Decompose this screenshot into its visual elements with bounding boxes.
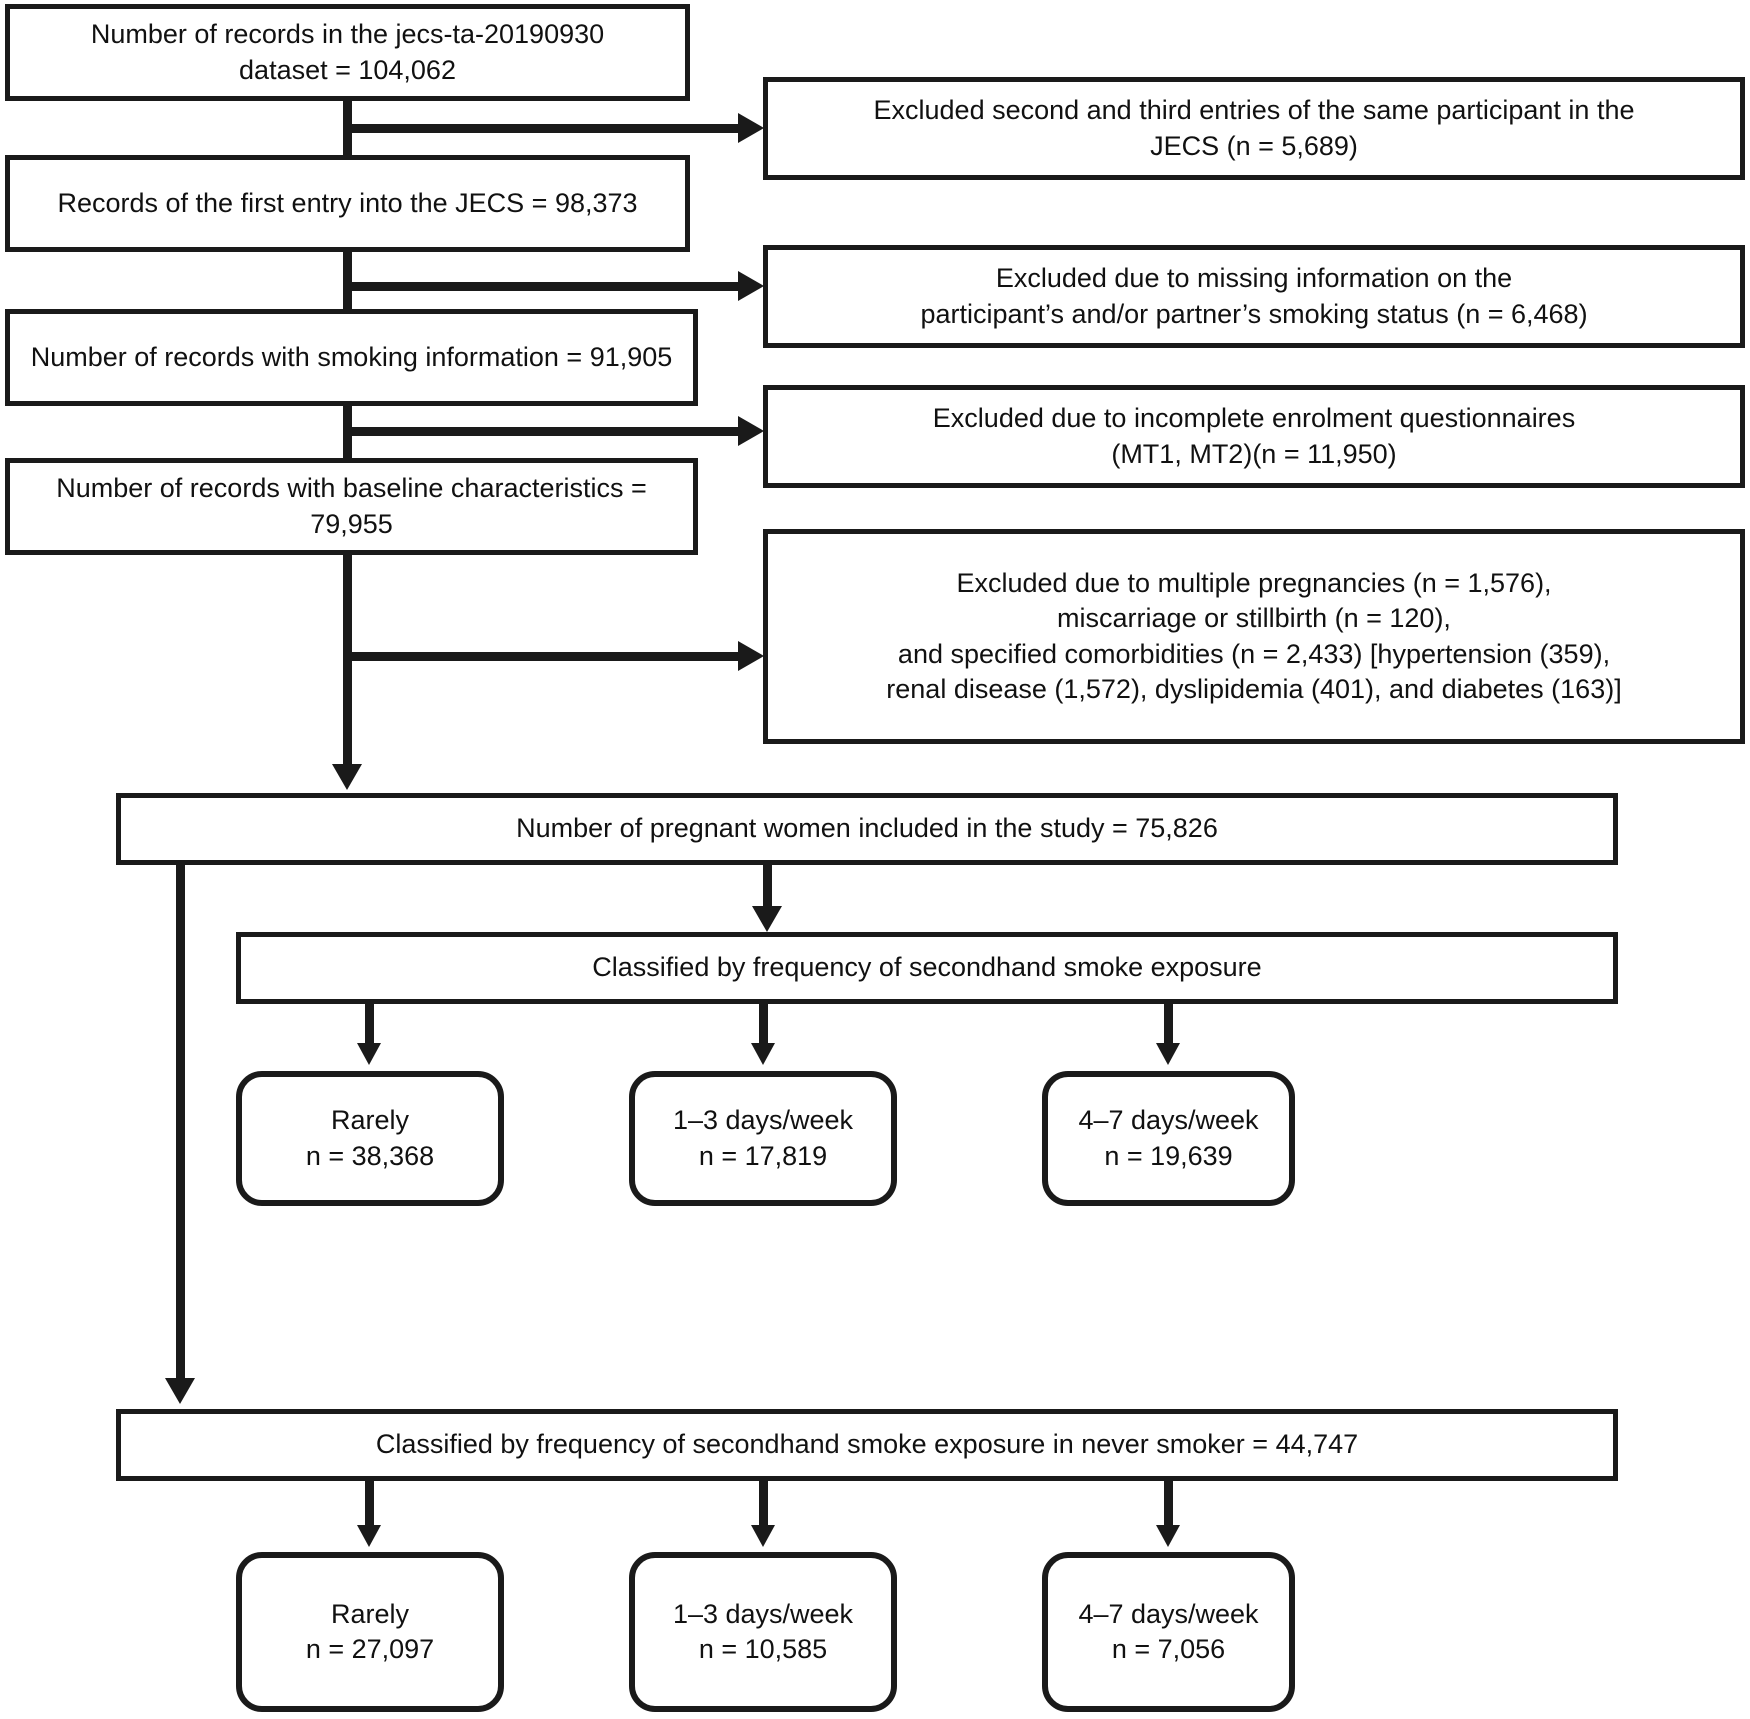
- node-excluded-duplicate-entries: Excluded second and third entries of the…: [763, 77, 1745, 180]
- node-group-1-3-days-never-smoker: 1–3 days/week n = 10,585: [629, 1552, 897, 1712]
- node-first-entry-records: Records of the first entry into the JECS…: [5, 155, 690, 252]
- connector-never-smoker-to-4-7-days: [1164, 1479, 1173, 1529]
- node-group-1-3-days-all-label: 1–3 days/week n = 17,819: [672, 1105, 854, 1171]
- arrowhead-baseline-to-included: [332, 764, 362, 790]
- arrowhead-classified-to-4-7-days: [1156, 1043, 1180, 1065]
- arrowhead-never-smoker-to-1-3-days: [751, 1525, 775, 1547]
- node-excluded-pregnancy-comorbidities: Excluded due to multiple pregnancies (n …: [763, 529, 1745, 744]
- connector-branch-missing-smoking-h: [343, 282, 743, 291]
- node-smoking-info-records-label: Number of records with smoking informati…: [30, 341, 673, 372]
- connector-never-smoker-to-rarely: [365, 1479, 374, 1529]
- node-included-pregnant-women-label: Number of pregnant women included in the…: [516, 813, 1218, 844]
- connector-branch-incomplete-h: [343, 427, 743, 436]
- arrowhead-never-smoker-to-4-7-days: [1156, 1525, 1180, 1547]
- connector-included-to-classified: [763, 863, 772, 910]
- connector-classified-to-1-3-days: [759, 1002, 768, 1047]
- node-group-rarely-never-smoker: Rarely n = 27,097: [236, 1552, 504, 1712]
- node-group-4-7-days-all-label: 4–7 days/week n = 19,639: [1078, 1105, 1259, 1171]
- node-included-pregnant-women: Number of pregnant women included in the…: [116, 793, 1618, 865]
- node-baseline-records: Number of records with baseline characte…: [5, 458, 698, 555]
- arrowhead-classified-to-rarely: [357, 1043, 381, 1065]
- arrowhead-included-to-classified: [752, 906, 782, 932]
- node-group-rarely-all: Rarely n = 38,368: [236, 1071, 504, 1206]
- connector-classified-to-4-7-days: [1164, 1002, 1173, 1047]
- connector-branch-comorbidities-h: [343, 652, 743, 661]
- arrowhead-included-to-never-smoker: [165, 1378, 195, 1404]
- arrowhead-branch-missing-smoking: [738, 271, 764, 301]
- node-group-4-7-days-never-smoker-label: 4–7 days/week n = 7,056: [1078, 1598, 1259, 1664]
- node-dataset-records-label: Number of records in the jecs-ta-2019093…: [90, 19, 605, 85]
- node-excluded-missing-smoking: Excluded due to missing information on t…: [763, 245, 1745, 348]
- node-group-1-3-days-never-smoker-label: 1–3 days/week n = 10,585: [672, 1598, 854, 1664]
- connector-included-to-never-smoker: [176, 863, 185, 1379]
- node-classified-exposure-label: Classified by frequency of secondhand sm…: [592, 952, 1262, 983]
- node-group-1-3-days-all: 1–3 days/week n = 17,819: [629, 1071, 897, 1206]
- node-group-4-7-days-all: 4–7 days/week n = 19,639: [1042, 1071, 1295, 1206]
- arrowhead-branch-duplicate: [738, 113, 764, 143]
- node-group-rarely-all-label: Rarely n = 38,368: [305, 1105, 435, 1171]
- node-excluded-incomplete-questionnaires: Excluded due to incomplete enrolment que…: [763, 385, 1745, 488]
- node-classified-exposure-never-smoker: Classified by frequency of secondhand sm…: [116, 1409, 1618, 1481]
- arrowhead-branch-incomplete: [738, 416, 764, 446]
- connector-never-smoker-to-1-3-days: [759, 1479, 768, 1529]
- node-group-rarely-never-smoker-label: Rarely n = 27,097: [305, 1598, 435, 1664]
- node-dataset-records: Number of records in the jecs-ta-2019093…: [5, 4, 690, 101]
- arrowhead-classified-to-1-3-days: [751, 1043, 775, 1065]
- node-excluded-pregnancy-comorbidities-label: Excluded due to multiple pregnancies (n …: [886, 568, 1622, 704]
- node-classified-exposure-never-smoker-label: Classified by frequency of secondhand sm…: [375, 1429, 1359, 1460]
- connector-branch-duplicate-h: [343, 124, 743, 133]
- node-smoking-info-records: Number of records with smoking informati…: [5, 309, 698, 406]
- arrowhead-never-smoker-to-rarely: [357, 1525, 381, 1547]
- node-excluded-duplicate-entries-label: Excluded second and third entries of the…: [873, 95, 1635, 161]
- node-classified-exposure: Classified by frequency of secondhand sm…: [236, 932, 1618, 1004]
- connector-first-entry-to-smoking: [343, 250, 352, 311]
- connector-classified-to-rarely: [365, 1002, 374, 1047]
- node-excluded-missing-smoking-label: Excluded due to missing information on t…: [920, 263, 1588, 329]
- node-first-entry-records-label: Records of the first entry into the JECS…: [57, 187, 638, 218]
- node-group-4-7-days-never-smoker: 4–7 days/week n = 7,056: [1042, 1552, 1295, 1712]
- node-excluded-incomplete-questionnaires-label: Excluded due to incomplete enrolment que…: [932, 403, 1576, 469]
- node-baseline-records-label: Number of records with baseline characte…: [56, 473, 647, 539]
- arrowhead-branch-comorbidities: [738, 641, 764, 671]
